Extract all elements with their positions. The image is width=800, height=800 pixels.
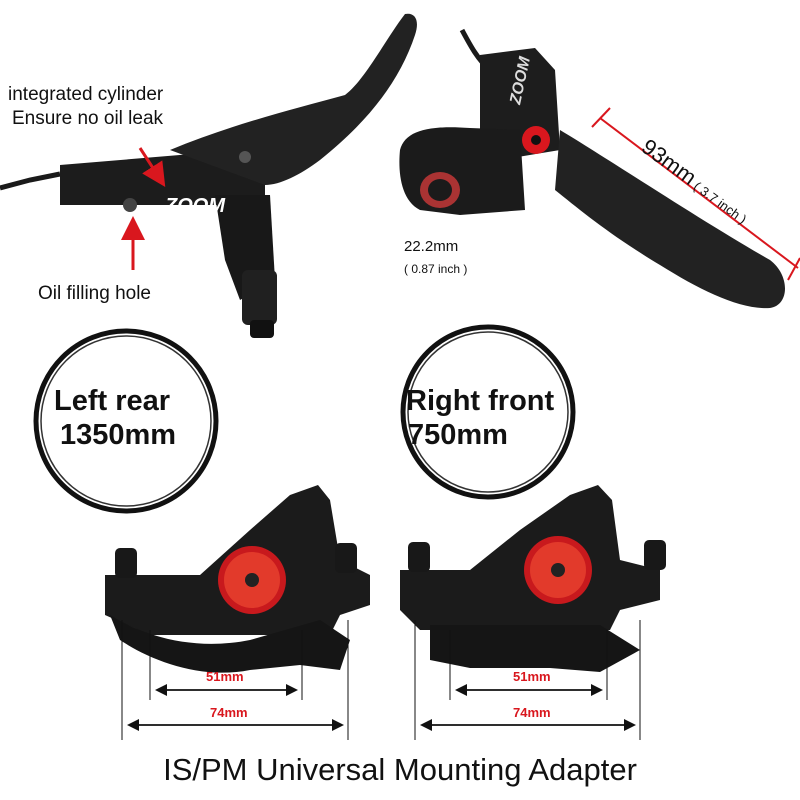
hose-coil-right: [400, 324, 576, 500]
right-hose-length-label: 750mm: [408, 419, 508, 451]
left-pad-spacing-label: 51mm: [206, 669, 244, 684]
left-hose-length-label: 1350mm: [60, 419, 177, 451]
left-hose-position-label: Left rear: [54, 385, 171, 417]
oil-filling-hole-label: Oil filling hole: [38, 283, 151, 304]
right-caliper: [400, 485, 666, 672]
clamp-diameter-inch-label: ( 0.87 inch ): [404, 262, 468, 276]
left-caliper: [105, 485, 370, 673]
lever-length-line: [599, 117, 799, 269]
brand-logo-left: ZOOM: [164, 195, 226, 217]
right-hose-position-label: Right front: [406, 385, 555, 417]
integrated-cylinder-label: integrated cylinder: [8, 84, 164, 105]
right-pad-spacing-label: 51mm: [513, 669, 551, 684]
left-caliper-dimensions: [121, 620, 349, 740]
right-mount-spacing-label: 74mm: [513, 705, 551, 720]
no-oil-leak-label: Ensure no oil leak: [12, 108, 164, 129]
right-brake-lever: [399, 28, 785, 309]
clamp-diameter-label: 22.2mm: [404, 238, 459, 255]
adapter-caption: IS/PM Universal Mounting Adapter: [163, 752, 637, 787]
right-caliper-dimensions: [414, 620, 641, 740]
cylinder-pointer-arrow: [138, 147, 166, 188]
hose-coil-left: [33, 328, 219, 514]
left-mount-spacing-label: 74mm: [210, 705, 248, 720]
